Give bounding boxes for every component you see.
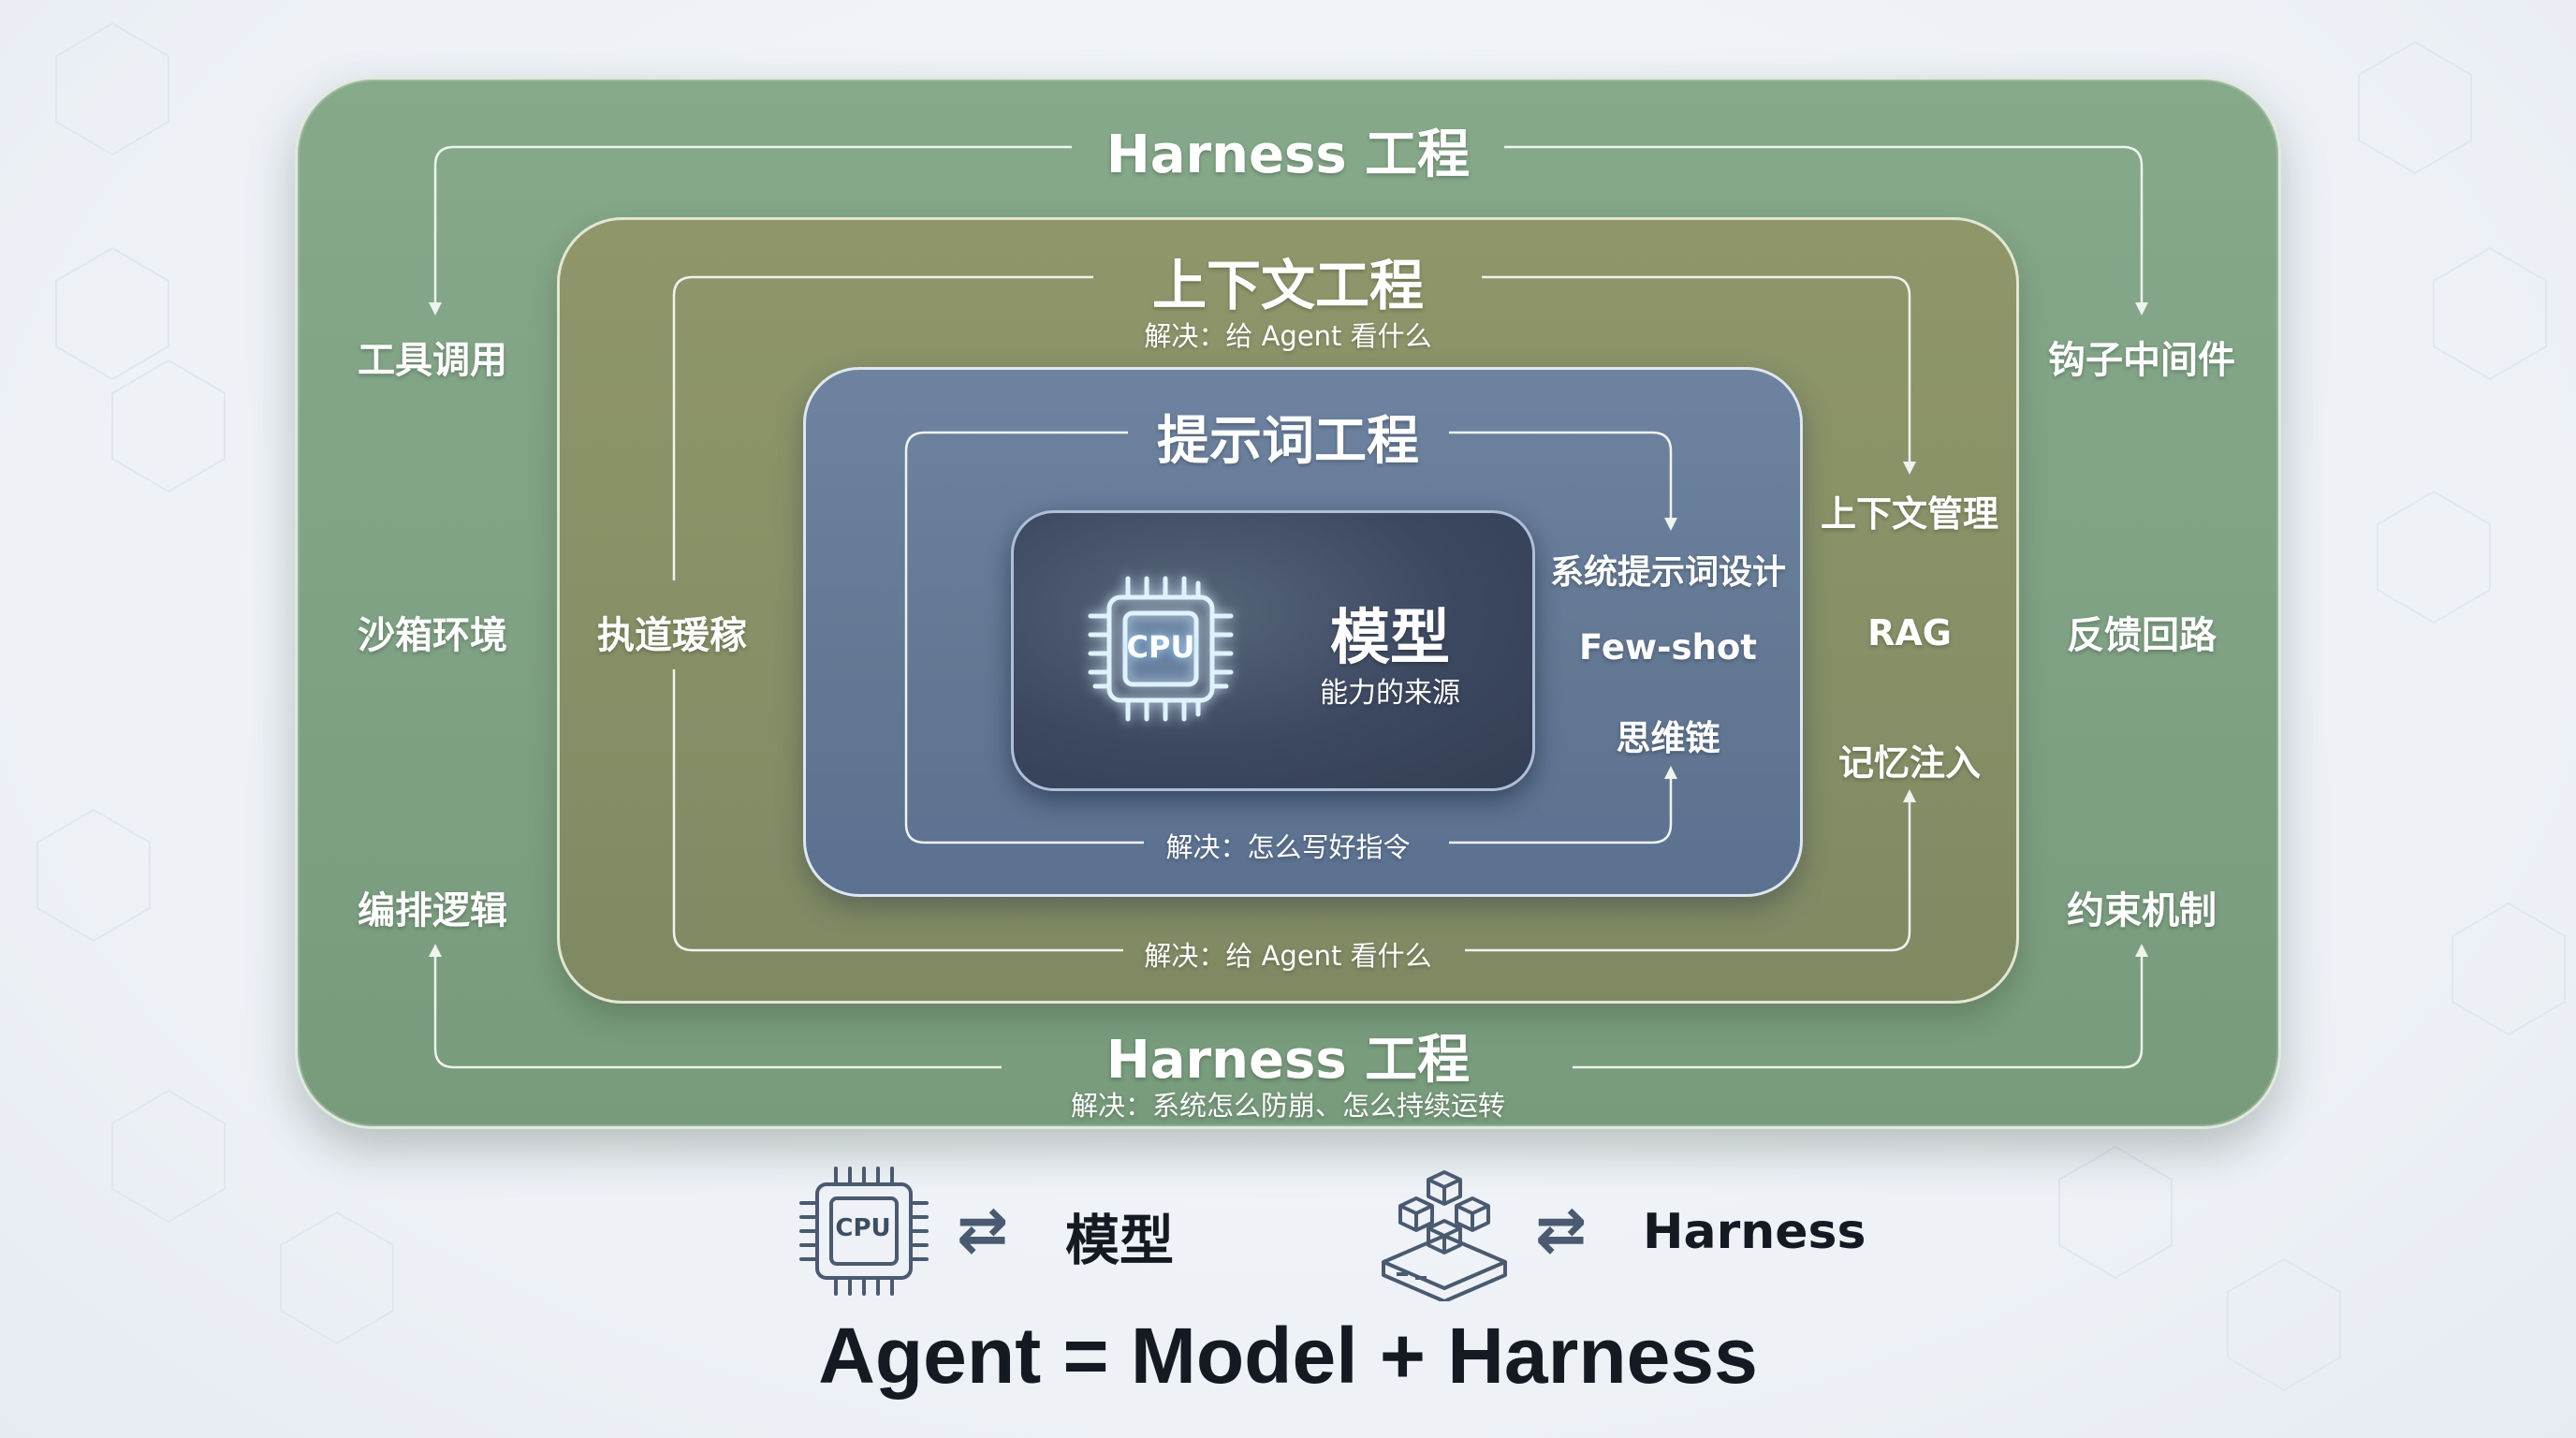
context-layer-title: 上下文工程	[1151, 254, 1425, 317]
prompt-layer-caption: 解决：怎么写好指令	[1165, 831, 1411, 863]
harness-item-hooks-middleware: 钩子中间件	[2048, 339, 2235, 382]
context-item-memory-injection: 记忆注入	[1837, 742, 1982, 784]
context-layer-subtitle: 解决：给 Agent 看什么	[1144, 320, 1432, 352]
legend-cpu-icon	[799, 1167, 929, 1296]
legend-harness-label: Harness	[1643, 1204, 1866, 1260]
prompt-item-few-shot: Few-shot	[1579, 627, 1757, 668]
harness-layer-bottom-title: Harness 工程	[1105, 1030, 1471, 1091]
model-title: 模型	[1330, 604, 1450, 673]
model-subtitle: 能力的来源	[1320, 677, 1460, 710]
legend-chip-label: CPU	[835, 1214, 891, 1242]
prompt-item-system-prompt-design: 系统提示词设计	[1549, 553, 1787, 592]
harness-item-constraints: 约束机制	[2067, 889, 2217, 932]
context-item-left: 执道瑗稼	[597, 614, 747, 657]
context-item-context-management: 上下文管理	[1820, 493, 1999, 535]
legend-model-label: 模型	[1065, 1209, 1175, 1272]
context-layer-caption: 解决：给 Agent 看什么	[1144, 940, 1432, 972]
harness-layer-caption: 解决：系统怎么防崩、怎么持续运转	[1070, 1090, 1506, 1122]
context-item-rag: RAG	[1867, 612, 1952, 653]
harness-item-orchestration: 编排逻辑	[358, 889, 507, 932]
legend-model-arrow-icon: ⇄	[957, 1194, 1009, 1266]
prompt-layer-title: 提示词工程	[1157, 411, 1419, 472]
harness-item-tool-calling: 工具调用	[358, 339, 507, 382]
core-chip-label: CPU	[1126, 629, 1195, 665]
harness-layer-title: Harness 工程	[1105, 125, 1471, 185]
prompt-item-chain-of-thought: 思维链	[1616, 718, 1720, 758]
stacked-cubes-server-icon	[1382, 1170, 1507, 1301]
harness-item-feedback-loop: 反馈回路	[2067, 614, 2217, 657]
harness-item-sandbox: 沙箱环境	[358, 614, 507, 657]
cpu-chip-icon	[1088, 576, 1234, 722]
legend-harness-arrow-icon: ⇄	[1535, 1194, 1588, 1266]
agent-formula: Agent = Model + Harness	[818, 1312, 1758, 1400]
